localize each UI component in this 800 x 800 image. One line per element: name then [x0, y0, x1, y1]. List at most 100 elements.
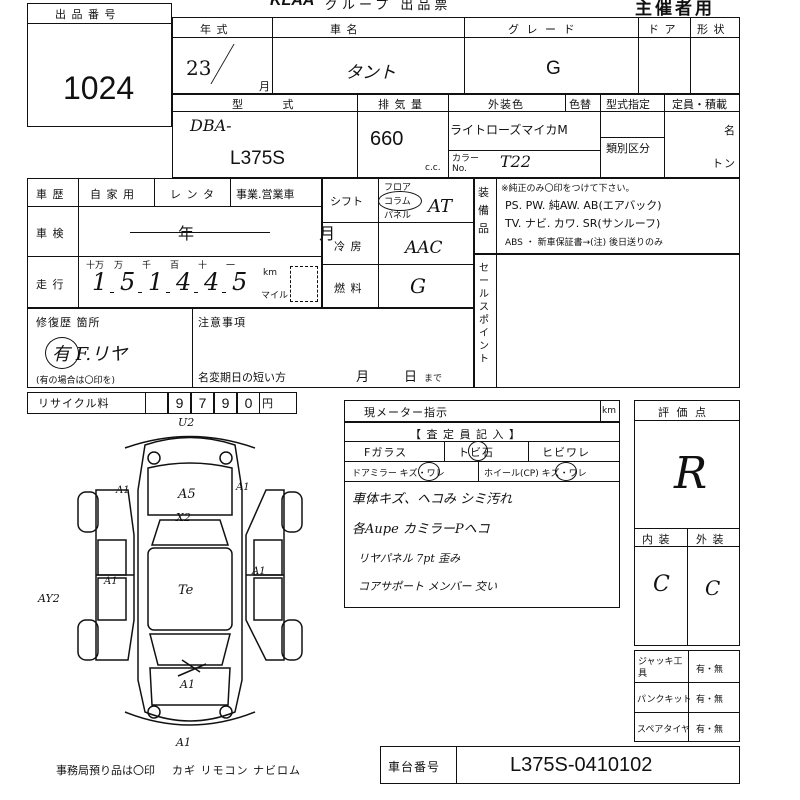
recycle-digit-cell: 9 [168, 392, 191, 414]
business-use: 事業.営業車 [236, 188, 295, 201]
damage-mark-windshield: X2 [176, 511, 191, 524]
color-change-label: 色替 [569, 98, 591, 111]
hibi-label: ヒビワレ [542, 446, 590, 459]
mileage-digit: 1 [148, 268, 164, 296]
mileage-digit-unit: 千 [142, 261, 152, 271]
mile-checkbox [290, 266, 318, 302]
mileage-label: 走 行 [36, 278, 65, 291]
repair-circle [45, 337, 79, 369]
color-code-label: カラー No. [452, 154, 480, 174]
capacity-unit-persons: 名 [724, 124, 736, 137]
row1-box [172, 17, 740, 94]
mileage-digit-separator [110, 292, 114, 293]
lot-number-label: 出 品 番 号 [55, 8, 117, 21]
notes-day: 日 [404, 370, 419, 385]
recycle-digit-cell: 9 [214, 392, 237, 414]
shift-panel: パネル [384, 211, 412, 221]
recycle-unit: 円 [262, 397, 274, 410]
divider [690, 17, 691, 94]
displacement-label: 排 気 量 [378, 98, 423, 111]
capacity-label: 定員・積載 [672, 98, 727, 111]
evaluation-score: R [674, 448, 708, 499]
name-change-label: 名変期日の短い方 [198, 371, 286, 384]
month-unit: 月 [259, 80, 271, 93]
divider [192, 308, 193, 388]
exterior-score: C [705, 576, 721, 600]
equipment-box [474, 178, 740, 254]
divider [344, 481, 620, 482]
fuel-value: G [410, 274, 426, 298]
divider [172, 111, 740, 112]
mileage-digit: 4 [176, 268, 192, 296]
damage-mark-tail: A1 [176, 736, 191, 749]
divider [444, 441, 445, 461]
door-label: ド ア [648, 23, 677, 36]
divider [27, 23, 172, 24]
inspection-label: 車 検 [36, 227, 65, 240]
repair-box [27, 308, 474, 388]
notes-until: まで [424, 374, 443, 384]
ac-value: AAC [405, 238, 443, 258]
repair-label: 修復歴 箇所 [36, 316, 101, 329]
f-glass-label: Fガラス [364, 446, 408, 459]
inspector-comment: コアサポート メンバー 交い [358, 580, 497, 593]
mileage-digit-separator [194, 292, 198, 293]
inspection-strike [130, 232, 270, 233]
divider [664, 94, 665, 178]
damage-mark-right-door: A1 [252, 566, 266, 577]
recycle-digit-cell: 7 [191, 392, 214, 414]
km-unit: km [263, 268, 277, 278]
mileage-digit-separator [138, 292, 142, 293]
rental-use: レ ン タ [170, 188, 215, 201]
divider [496, 178, 497, 388]
private-use: 自 家 用 [90, 188, 135, 201]
chassis-box [380, 746, 740, 784]
model-prefix: DBA- [190, 116, 232, 135]
divider [687, 528, 688, 646]
mileage-digit-separator [166, 292, 170, 293]
evaluation-label: 評 価 点 [658, 406, 708, 419]
mirror-label: ドアミラー キズ・ワレ [352, 469, 445, 479]
ext-color-value: ライトローズマイカM [450, 123, 568, 137]
shift-value: AT [428, 196, 453, 217]
divider [322, 222, 474, 223]
history-label: 車 歴 [36, 188, 65, 201]
divider [172, 37, 740, 38]
car-name: タント [345, 63, 396, 83]
inspector-label: 【 査 定 員 記 入 】 [410, 428, 521, 441]
divider [27, 206, 322, 207]
repair-note: (有の場合は〇印を) [36, 376, 116, 386]
grade-value: G [546, 58, 561, 79]
mileage-digit-separator [222, 292, 226, 293]
exterior-label: 外 装 [696, 533, 725, 546]
inspector-comment: リヤパネル 7pt 歪み [358, 552, 461, 565]
custody-items: カギ リモコン ナビロム [172, 764, 301, 777]
model-value: L375S [230, 148, 285, 169]
jack-options: 有・無 [696, 665, 724, 675]
damage-mark-left-rear: AY2 [38, 592, 60, 605]
damage-mark-left-door: A1 [104, 576, 118, 587]
interior-label: 内 装 [642, 533, 671, 546]
history-box [27, 178, 322, 308]
damage-mark-rear: A1 [180, 678, 195, 691]
recycle-label: リサイクル料 [38, 397, 110, 410]
tobi-circle [468, 441, 488, 461]
organizer-label: 主催者用 [635, 0, 715, 19]
mileage-digit: 5 [232, 268, 248, 296]
divider [600, 400, 601, 422]
color-code-value: T22 [500, 152, 532, 171]
brand-logo: KLAA [270, 0, 315, 9]
sales-point-label: セールスポイント [479, 263, 490, 365]
fuel-label: 燃 料 [334, 282, 363, 295]
car-name-label: 車 名 [330, 23, 359, 36]
shift-floor: フロア [384, 183, 412, 193]
model-spec-label: 型式指定 [606, 98, 650, 111]
damage-mark-front: U2 [178, 416, 195, 429]
chassis-number: L375S-0410102 [510, 754, 653, 776]
equipment-line3: ABS ・ 新車保証書→(注) 後日送りのみ [505, 238, 664, 248]
meter-box [344, 400, 620, 422]
spare-label: スペアタイヤ [637, 725, 691, 735]
mirror-circle [418, 462, 440, 481]
divider [448, 94, 449, 178]
